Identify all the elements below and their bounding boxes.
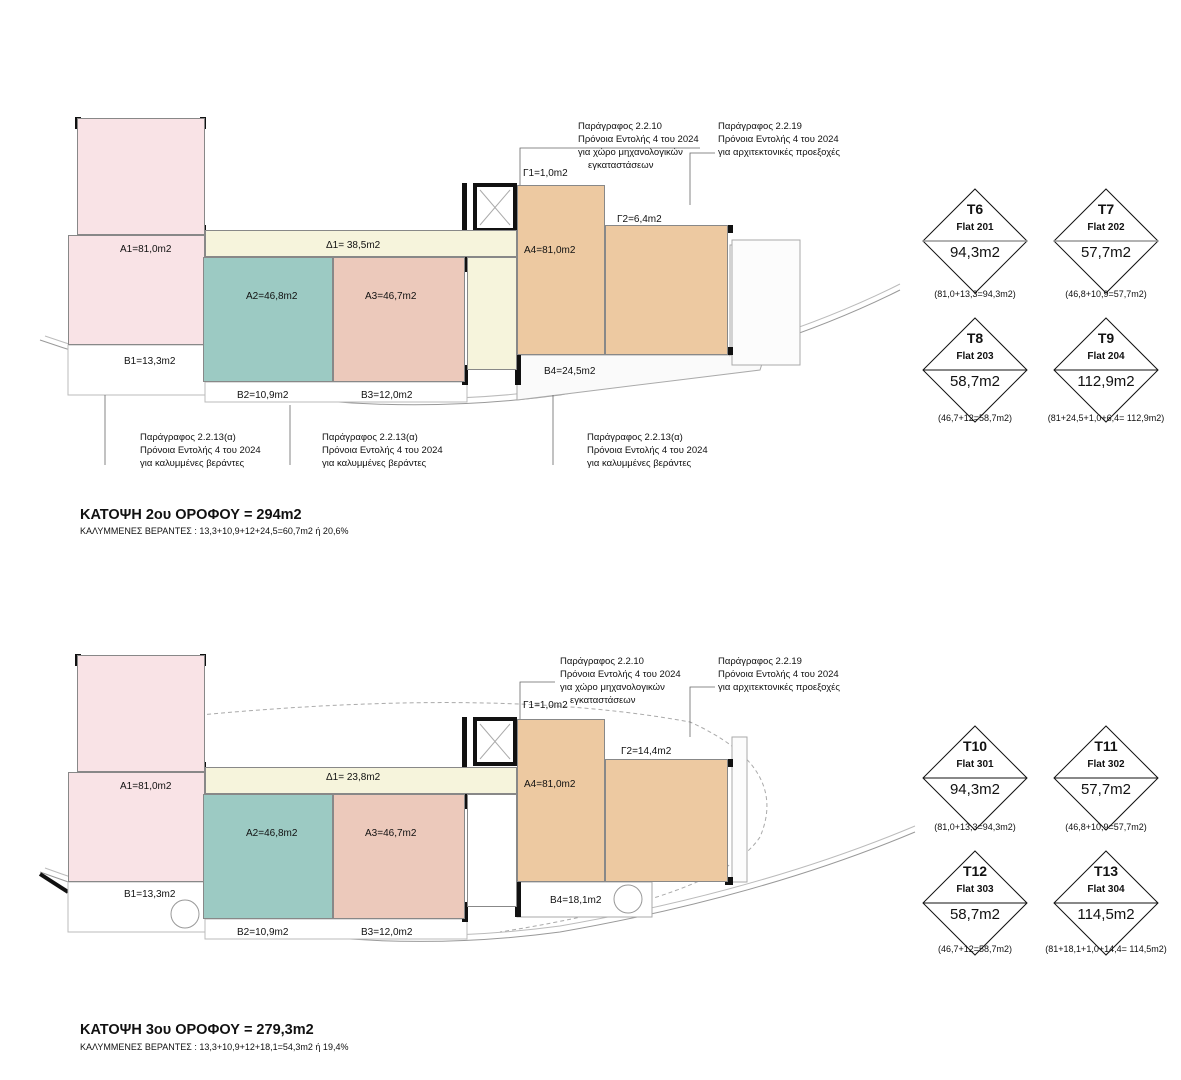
- corridor-d1: [205, 230, 517, 257]
- unit-a4-bedrooms: [605, 759, 728, 882]
- unit-a4-bedrooms: [605, 225, 728, 355]
- flat-name: Flat 301: [956, 759, 994, 770]
- room-label-b1: B1=13,3m2: [124, 356, 176, 367]
- flat-calc: (81,0+13,3=94,3m2): [934, 289, 1016, 299]
- room-label-g1: Γ1=1,0m2: [523, 168, 568, 179]
- flat-tag: T9: [1097, 330, 1115, 346]
- flat-calc: (81+24,5+1,0+6,4= 112,9m2): [1047, 413, 1165, 423]
- second-floor-plan: A1=81,0m2 A2=46,8m2 A3=46,7m2 A4=81,0m2 …: [0, 0, 1181, 538]
- flat-name: Flat 303: [956, 884, 994, 895]
- room-label-a4: A4=81,0m2: [524, 779, 576, 790]
- flat-tag: T8: [966, 330, 984, 346]
- room-label-a2: A2=46,8m2: [246, 828, 298, 839]
- flat-name: Flat 203: [956, 351, 994, 362]
- room-label-b3: B3=12,0m2: [361, 927, 413, 938]
- unit-a1-bedrooms: [77, 655, 205, 772]
- room-label-g2: Γ2=14,4m2: [621, 746, 672, 757]
- plan-subtitle: ΚΑΛΥΜΜΕΝΕΣ ΒΕΡΑΝΤΕΣ : 13,3+10,9+12+18,1=…: [80, 1042, 349, 1052]
- unit-a1-living: [68, 235, 205, 345]
- unit-a1-bedrooms: [77, 118, 205, 235]
- flat-calc: (46,8+10,9=57,7m2): [1065, 822, 1147, 832]
- flat-calc: (46,7+12=58,7m2): [937, 944, 1013, 954]
- flat-area: 58,7m2: [949, 373, 1001, 390]
- unit-a4-main: [517, 719, 605, 882]
- note-covered-verandas-2: Παράγραφος 2.2.13(α)Πρόνοια Εντολής 4 το…: [322, 432, 443, 469]
- flat-tag: T10: [962, 738, 988, 754]
- plan-title: ΚΑΤΟΨΗ 3ου ΟΡΟΦΟΥ = 279,3m2: [80, 1022, 314, 1038]
- flat-tag: T11: [1094, 738, 1118, 754]
- flat-calc: (46,8+10,9=57,7m2): [1065, 289, 1147, 299]
- room-label-d1: Δ1= 38,5m2: [326, 240, 381, 251]
- unit-a3: [333, 257, 465, 382]
- flat-area: 58,7m2: [949, 906, 1001, 923]
- room-label-b3: B3=12,0m2: [361, 390, 413, 401]
- room-label-a3: A3=46,7m2: [365, 291, 417, 302]
- room-label-a3: A3=46,7m2: [365, 828, 417, 839]
- room-label-d1: Δ1= 23,8m2: [326, 772, 381, 783]
- plan-title: ΚΑΤΟΨΗ 2ου ΟΡΟΦΟΥ = 294m2: [80, 507, 302, 523]
- flat-name: Flat 202: [1087, 222, 1125, 233]
- room-label-b4: B4=24,5m2: [544, 366, 596, 377]
- room-label-b4: B4=18,1m2: [550, 895, 602, 906]
- unit-a1-living: [68, 772, 205, 882]
- plan-subtitle: ΚΑΛΥΜΜΕΝΕΣ ΒΕΡΑΝΤΕΣ : 13,3+10,9+12+24,5=…: [80, 526, 349, 536]
- room-label-a4: A4=81,0m2: [524, 245, 576, 256]
- flat-area: 94,3m2: [949, 781, 1001, 798]
- room-label-b1: B1=13,3m2: [124, 889, 176, 900]
- flat-area: 112,9m2: [1077, 373, 1135, 390]
- flat-area: 57,7m2: [1080, 781, 1132, 798]
- corridor-d1: [205, 767, 517, 794]
- unit-a4-main: [517, 185, 605, 355]
- room-label-b2: B2=10,9m2: [237, 927, 289, 938]
- unit-a3: [333, 794, 465, 919]
- flat-area: 94,3m2: [949, 244, 1001, 261]
- room-label-b2: B2=10,9m2: [237, 390, 289, 401]
- flat-tag: T6: [966, 201, 984, 217]
- flat-name: Flat 302: [1087, 759, 1125, 770]
- flat-name: Flat 201: [956, 222, 994, 233]
- room-label-a1: A1=81,0m2: [120, 781, 172, 792]
- note-covered-verandas-1: Παράγραφος 2.2.13(α)Πρόνοια Εντολής 4 το…: [140, 432, 261, 469]
- flat-area: 114,5m2: [1077, 906, 1135, 923]
- staircase: [467, 257, 517, 370]
- flat-tag: T13: [1093, 863, 1119, 879]
- flat-tag: T12: [962, 863, 988, 879]
- room-label-g1: Γ1=1,0m2: [523, 700, 568, 711]
- staircase: [467, 794, 517, 907]
- room-label-a1: A1=81,0m2: [120, 244, 172, 255]
- flat-name: Flat 204: [1087, 351, 1125, 362]
- flat-calc: (81,0+13,3=94,3m2): [934, 822, 1016, 832]
- flat-name: Flat 304: [1087, 884, 1125, 895]
- note-covered-verandas-3: Παράγραφος 2.2.13(α)Πρόνοια Εντολής 4 το…: [587, 432, 708, 469]
- room-label-a2: A2=46,8m2: [246, 291, 298, 302]
- flat-tag: T7: [1097, 201, 1115, 217]
- unit-a2: [203, 257, 333, 382]
- flat-calc: (46,7+12=58,7m2): [937, 413, 1013, 423]
- third-floor-plan: A1=81,0m2 A2=46,8m2 A3=46,7m2 A4=81,0m2 …: [0, 537, 1181, 1075]
- unit-a2: [203, 794, 333, 919]
- flat-area: 57,7m2: [1080, 244, 1132, 261]
- flat-calc: (81+18,1+1,0+14,4= 114,5m2): [1045, 944, 1167, 954]
- room-label-g2: Γ2=6,4m2: [617, 214, 662, 225]
